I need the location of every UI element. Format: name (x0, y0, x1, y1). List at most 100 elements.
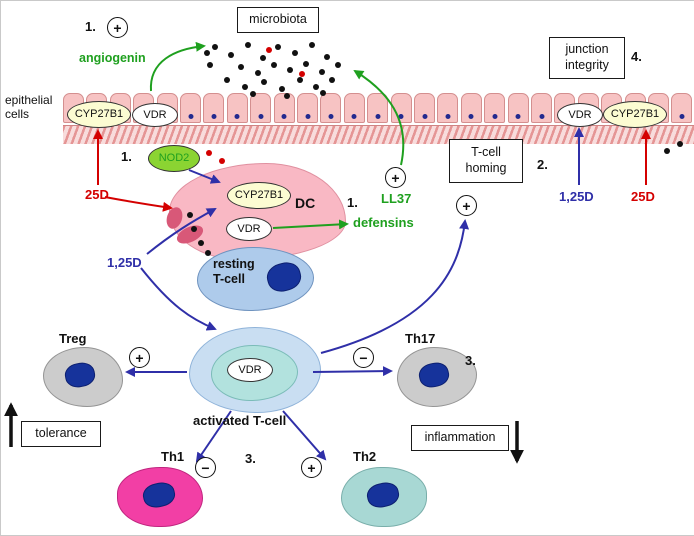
basal-dot (305, 114, 310, 119)
activated-tcell-label: activated T-cell (193, 413, 287, 428)
cyp27b1-label: CYP27B1 (74, 108, 124, 120)
epithelial-cell (390, 93, 412, 123)
epithelial-cell (507, 93, 529, 123)
inflammation-label: inflammation (424, 430, 496, 445)
plus-sign-homing: + (456, 195, 477, 216)
basal-dot (375, 114, 381, 119)
basal-dot (515, 114, 521, 119)
basal-dot (188, 114, 193, 119)
vdr-label: VDR (143, 108, 167, 121)
plus-glyph: + (135, 349, 144, 366)
epithelial-cell (273, 93, 295, 123)
vdr-label: VDR (237, 222, 261, 235)
dendritic-cell-body (169, 163, 346, 260)
epithelial-cell (180, 93, 201, 123)
25d-label-right: 25D (631, 189, 655, 204)
junction-integrity-box: junction integrity (549, 37, 625, 79)
step-2: 2. (537, 157, 548, 172)
th2-label: Th2 (353, 449, 377, 464)
epithelial-line1: epithelial (5, 93, 53, 107)
step-3-th17: 3. (465, 353, 476, 368)
homing-line2: homing (465, 161, 507, 175)
homing-line1: T-cell (471, 145, 501, 160)
epithelial-cell (484, 93, 506, 123)
basal-dot (679, 114, 685, 119)
vdr-activated-tcell: VDR (227, 358, 273, 382)
plus-sign-ll37: + (385, 167, 406, 188)
basal-dot (281, 114, 287, 119)
treg-label: Treg (59, 331, 87, 346)
epithelial-cell (297, 93, 318, 123)
basal-dot (468, 114, 474, 119)
lamina-propria-band (63, 125, 694, 144)
step-1-ll37: 1. (347, 195, 358, 210)
basal-dot (398, 114, 404, 119)
step-1-angiogenin: 1. (85, 19, 96, 34)
vdr-dc: VDR (226, 217, 272, 241)
th1-label: Th1 (161, 449, 185, 464)
cyp27b1-dc: CYP27B1 (227, 182, 291, 209)
microbiota-box: microbiota (237, 7, 319, 33)
cyp27b1-label: CYP27B1 (610, 108, 660, 120)
epithelial-cell (671, 93, 693, 123)
epithelial-cell (437, 93, 459, 123)
basal-dot (258, 114, 264, 119)
step-4: 4. (631, 49, 642, 64)
basal-dot (328, 114, 334, 119)
epithelial-cell (203, 93, 225, 123)
basal-dot (492, 114, 498, 119)
angiogenin-label: angiogenin (79, 51, 146, 65)
epithelial-cell (226, 93, 248, 123)
resting-line1: resting (213, 257, 255, 271)
nod2-oval: NOD2 (148, 145, 200, 172)
25d-label-left: 25D (85, 187, 109, 202)
epithelial-cell (531, 93, 552, 123)
cyp27b1-epithelium-right: CYP27B1 (603, 101, 667, 128)
step-1-nod2: 1. (121, 149, 132, 164)
junction-line2: integrity (565, 58, 609, 72)
resting-tcell-label: resting T-cell (213, 257, 255, 287)
defensins-label: defensins (353, 215, 414, 230)
basal-dot (234, 114, 240, 119)
125d-label-right: 1,25D (559, 189, 594, 204)
epithelial-cell (367, 93, 389, 123)
basal-dot (211, 114, 217, 119)
junction-line1: junction (565, 42, 609, 57)
dc-label: DC (295, 195, 316, 211)
plus-sign-th2: + (301, 457, 322, 478)
th17-label: Th17 (405, 331, 436, 346)
125d-label-left: 1,25D (107, 255, 142, 270)
vdr-epithelium-left: VDR (132, 103, 178, 127)
epithelial-cell (460, 93, 482, 123)
epithelial-cell (320, 93, 342, 123)
epithelial-cell (414, 93, 435, 123)
inflammation-box: inflammation (411, 425, 509, 451)
minus-glyph: − (201, 459, 210, 476)
basal-dot (422, 114, 427, 119)
basal-dot (445, 114, 451, 119)
vdr-label: VDR (568, 108, 592, 121)
plus-glyph: + (307, 459, 316, 476)
minus-glyph: − (359, 349, 368, 366)
epithelial-line2: cells (5, 107, 30, 122)
basal-dot (539, 114, 544, 119)
tcell-homing-box: T-cell homing (449, 139, 523, 183)
epithelial-cell (343, 93, 365, 123)
plus-glyph: + (391, 169, 400, 186)
microbiota-label: microbiota (249, 12, 307, 27)
plus-glyph: + (113, 19, 122, 36)
cyp27b1-epithelium-left: CYP27B1 (67, 101, 131, 128)
tolerance-label: tolerance (35, 426, 87, 441)
basal-dot (351, 114, 357, 119)
nod2-label: NOD2 (158, 152, 190, 164)
resting-line2: T-cell (213, 272, 245, 286)
ll37-label: LL37 (381, 191, 412, 206)
cyp27b1-label: CYP27B1 (234, 189, 284, 201)
vdr-label: VDR (238, 363, 262, 376)
minus-sign-th1: − (195, 457, 216, 478)
plus-sign-angiogenin: + (107, 17, 128, 38)
plus-glyph: + (462, 197, 471, 214)
plus-sign-treg: + (129, 347, 150, 368)
